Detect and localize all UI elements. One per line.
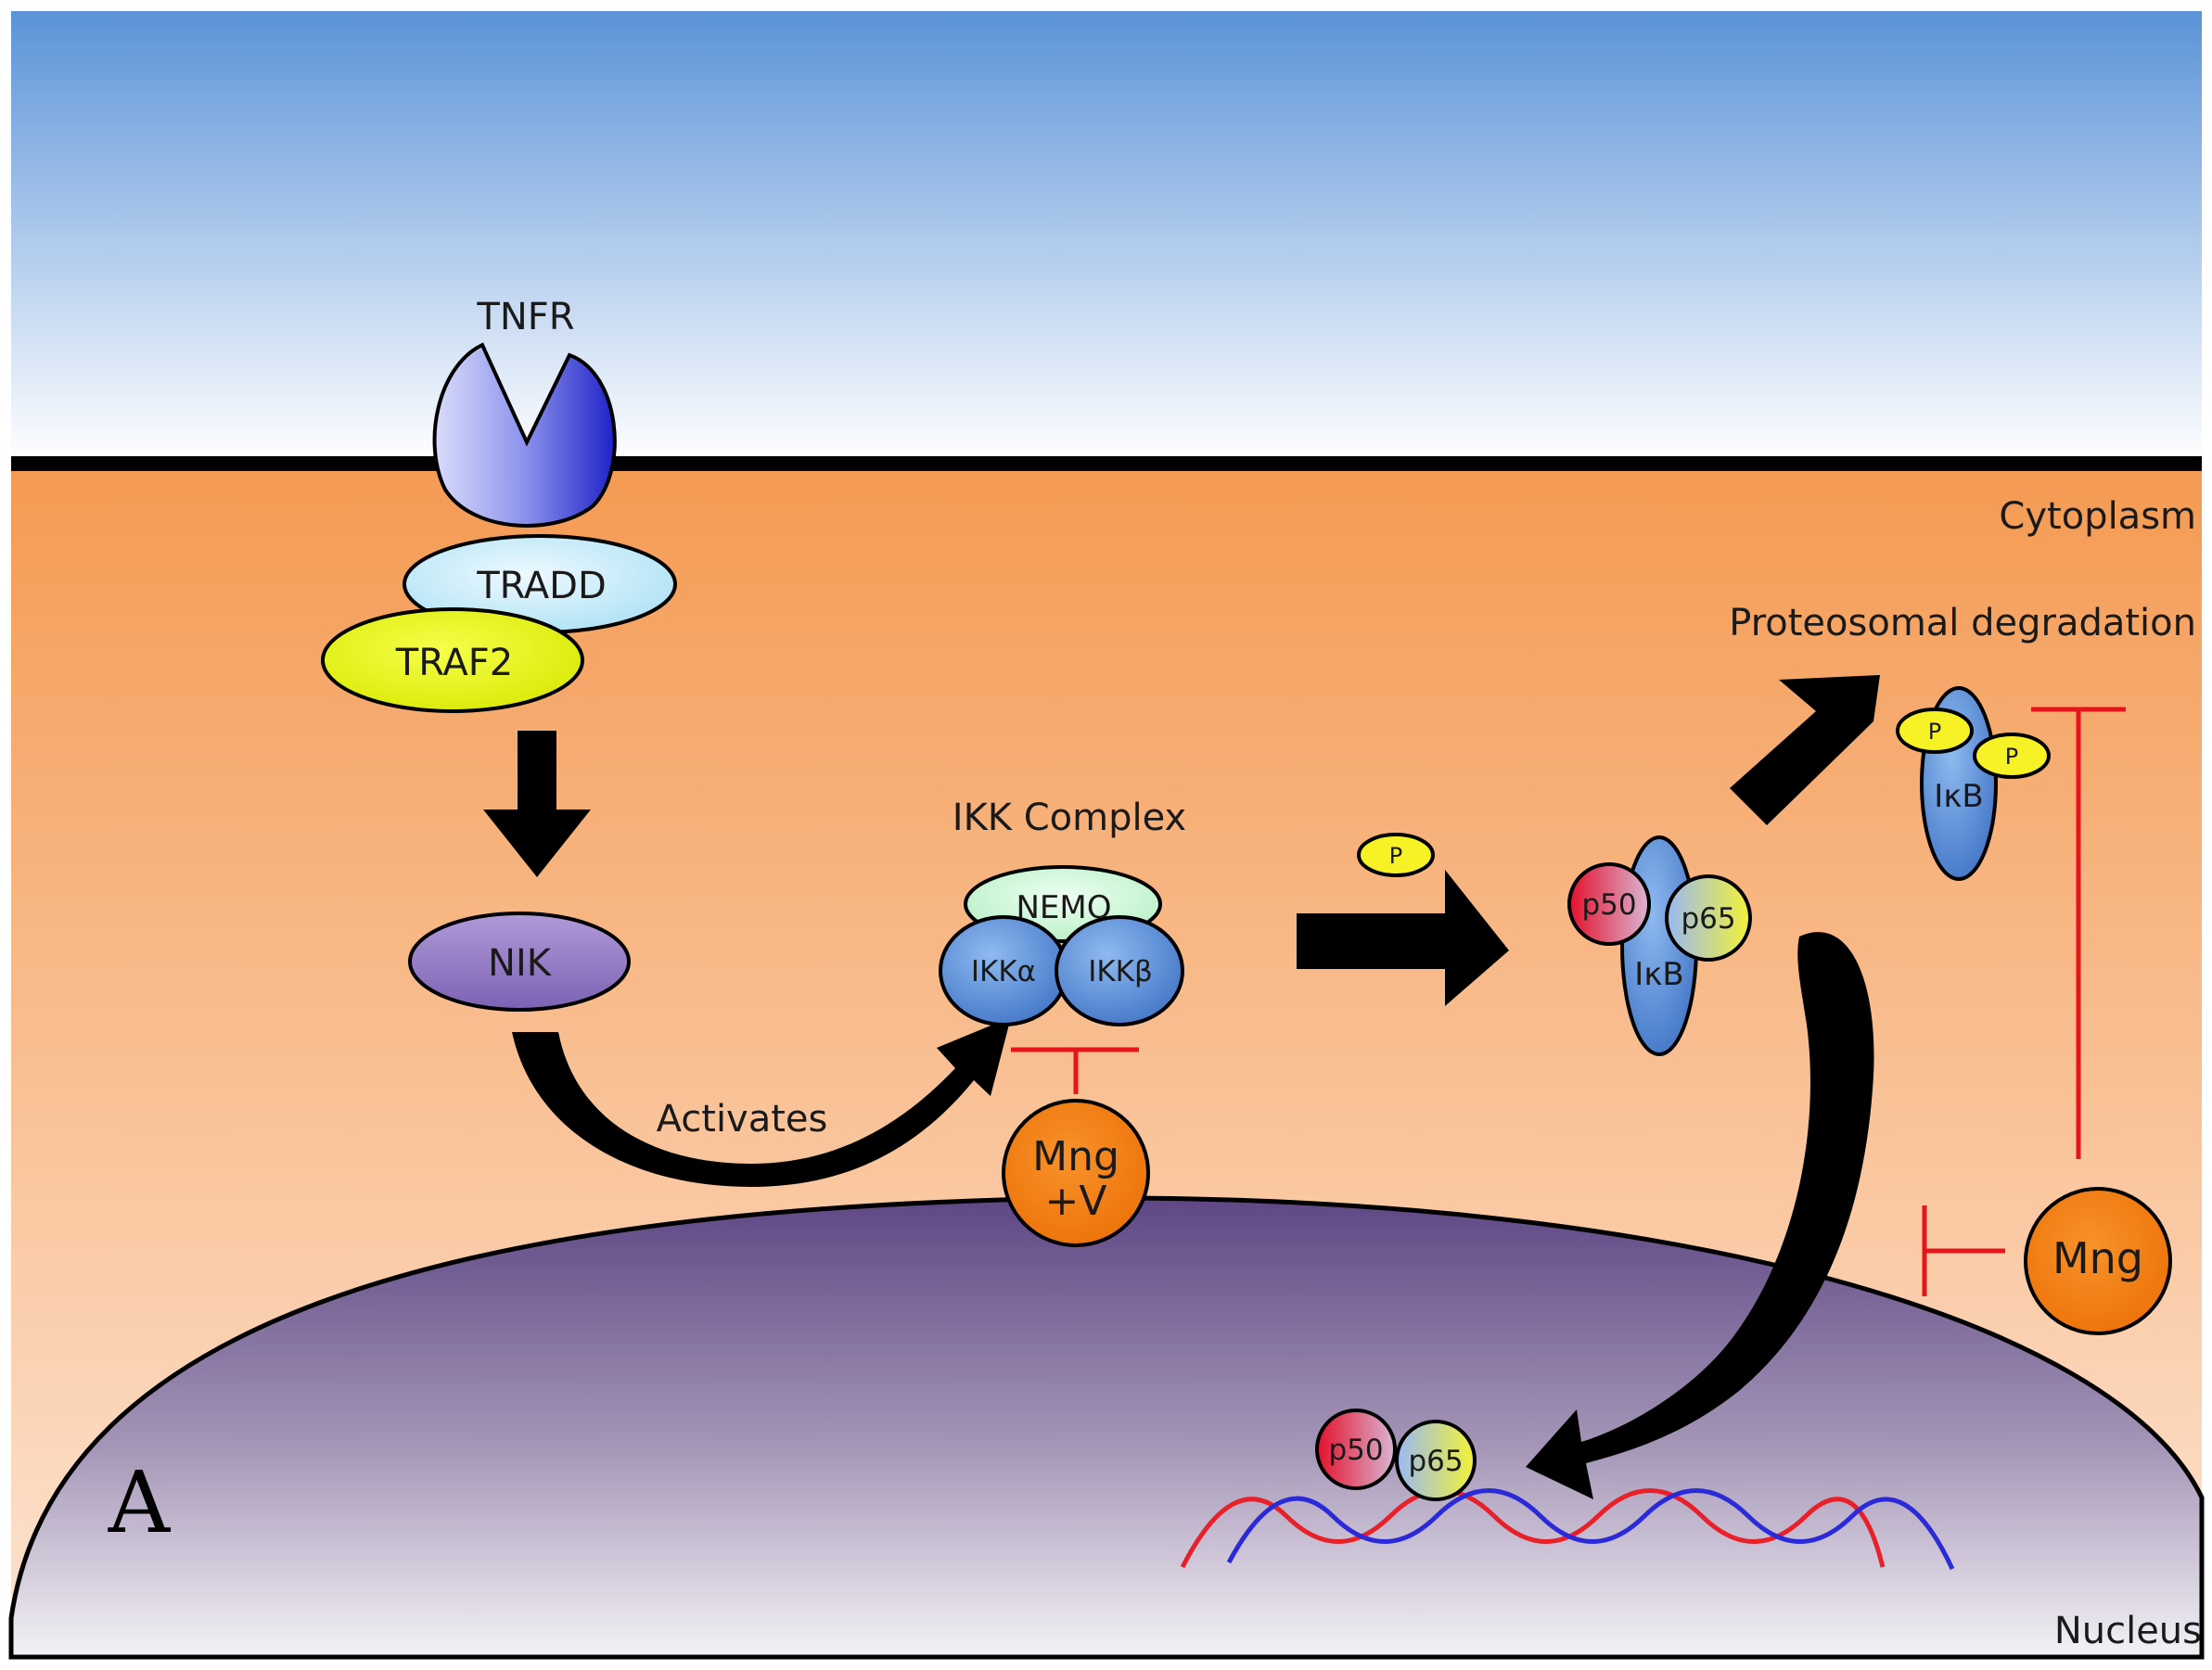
p65-nuclear-label: p65 xyxy=(1408,1445,1463,1478)
nik-label: NIK xyxy=(488,942,553,985)
tnfr-label: TNFR xyxy=(476,296,574,338)
phosphate-free xyxy=(1357,833,1435,877)
phosphate-2-label: P xyxy=(2005,744,2018,770)
tradd-label: TRADD xyxy=(476,565,607,607)
mng-v-circle xyxy=(1002,1099,1150,1247)
arrow-to-nik xyxy=(483,731,591,877)
ikk-beta-label: IKKβ xyxy=(1088,955,1153,988)
panel-letter: A xyxy=(108,1453,172,1552)
ikb-degraded-label: IκB xyxy=(1934,778,1983,815)
p65-nuclear xyxy=(1395,1420,1477,1501)
translocation-arrow xyxy=(1526,932,1874,1499)
ikb-label: IκB xyxy=(1634,956,1683,993)
phosphate-1 xyxy=(1896,708,1974,754)
mng-v-label-line2: +V xyxy=(1045,1178,1107,1225)
mng-circle xyxy=(2024,1187,2172,1335)
ikk-alpha-label: IKKα xyxy=(971,955,1036,988)
p50-label: p50 xyxy=(1581,888,1636,922)
phosphate-2 xyxy=(1973,733,2051,779)
p65-label: p65 xyxy=(1681,902,1735,936)
mng-label: Mng xyxy=(2052,1233,2143,1283)
nemo-label: NEMO xyxy=(1016,889,1111,926)
degradation-label: Proteosomal degradation xyxy=(1729,602,2196,644)
traf2-protein xyxy=(321,607,584,713)
ikk-beta-protein xyxy=(1055,915,1184,1026)
arrow-phosphorylation xyxy=(1297,870,1509,1006)
ikk-complex-label: IKK Complex xyxy=(953,797,1186,839)
phosphate-1-label: P xyxy=(1928,719,1941,745)
cytoplasm-label: Cytoplasm xyxy=(1999,495,2196,538)
dna-strand-blue xyxy=(1226,1488,1955,1571)
p50-protein xyxy=(1567,862,1651,946)
phosphate-free-label: P xyxy=(1389,843,1402,869)
activates-label: Activates xyxy=(657,1098,828,1141)
traf2-label: TRAF2 xyxy=(395,642,513,684)
extracellular-space xyxy=(11,11,2202,461)
nucleus-label: Nucleus xyxy=(2054,1610,2202,1652)
p65-protein xyxy=(1665,874,1752,962)
arrow-degradation xyxy=(1730,675,1880,825)
p50-nuclear xyxy=(1315,1409,1397,1490)
activates-arrow xyxy=(512,1017,1011,1187)
mng-v-label-line1: Mng xyxy=(1032,1133,1119,1180)
p50-nuclear-label: p50 xyxy=(1328,1434,1383,1467)
tnfr-receptor xyxy=(432,342,617,528)
nik-protein xyxy=(408,911,631,1012)
dna-strand-red xyxy=(1180,1488,1886,1569)
